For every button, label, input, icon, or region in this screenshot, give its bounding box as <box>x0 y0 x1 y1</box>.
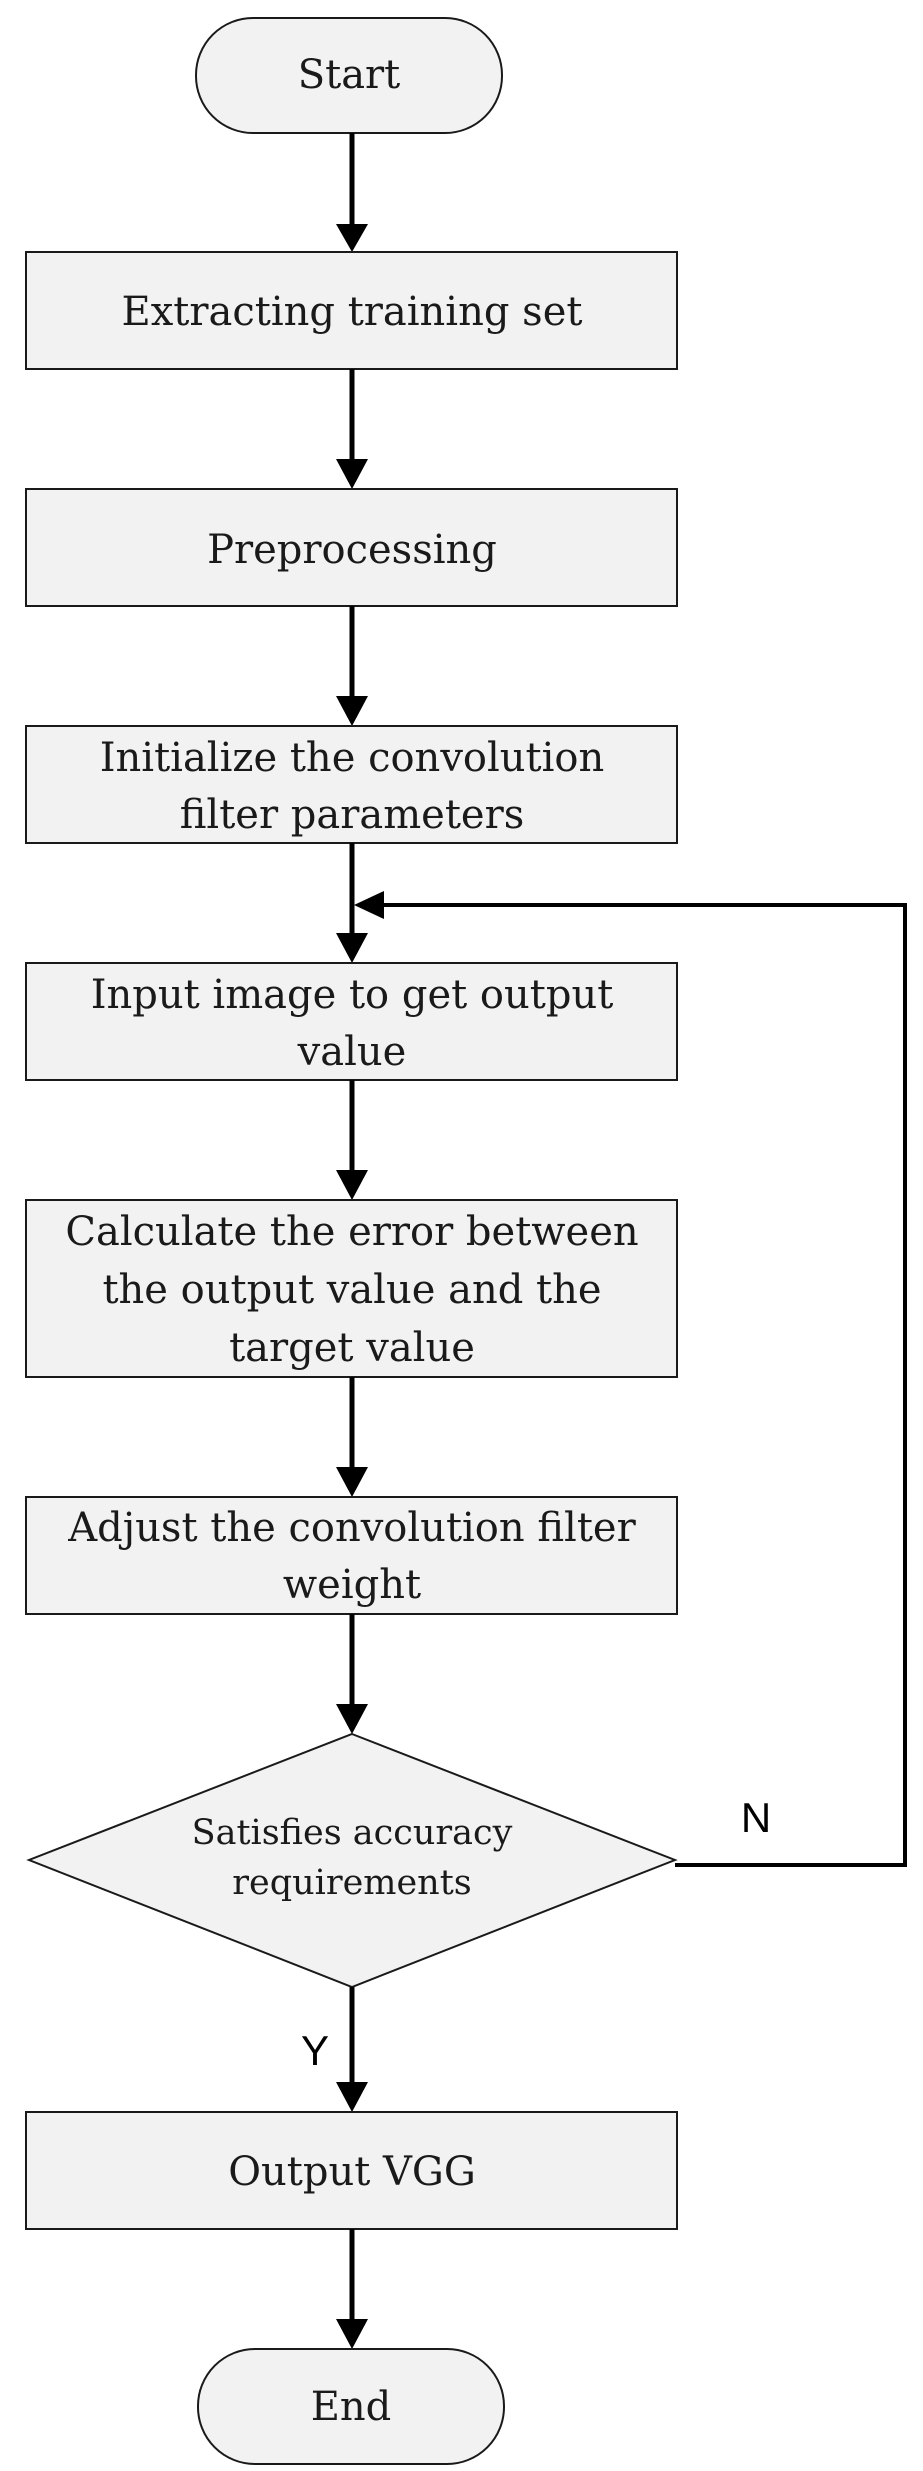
step-input-image <box>25 962 678 1081</box>
step-adjust-label-line1: Adjust the convolution filter <box>67 1505 636 1551</box>
step-output-vgg <box>25 2111 678 2230</box>
step-adjust-label-line2: weight <box>283 1562 421 1608</box>
step-initialize-label-line2: filter parameters <box>180 792 524 838</box>
loop-back-path <box>380 903 907 1867</box>
start-label: Start <box>298 52 401 98</box>
arrowhead-input-to-calc <box>336 1170 368 1200</box>
arrowhead-adjust-to-decision <box>336 1704 368 1734</box>
arrowhead-decision-to-output <box>336 2082 368 2112</box>
loop-back-arrowhead <box>354 891 384 919</box>
step-calc-label-line1: Calculate the error between <box>65 1209 638 1255</box>
step-input-label-line2: value <box>297 1029 407 1075</box>
step-preprocessing-label: Preprocessing <box>207 527 497 573</box>
step-calc-label-line2: the output value and the <box>102 1267 601 1313</box>
step-calc-label-line3: target value <box>229 1325 475 1371</box>
arrowhead-calc-to-adjust <box>336 1467 368 1497</box>
arrowhead-extract-to-preprocess <box>336 459 368 489</box>
step-input-label-line1: Input image to get output <box>91 972 614 1018</box>
start-terminal <box>195 17 503 134</box>
step-extract-training-set <box>25 251 678 370</box>
decision-diamond <box>26 1732 678 1989</box>
arrowhead-output-to-end <box>336 2319 368 2349</box>
step-initialize-filter <box>25 725 678 844</box>
arrowhead-start-to-extract <box>336 224 368 252</box>
end-label: End <box>311 2384 392 2430</box>
step-adjust-weight <box>25 1496 678 1615</box>
step-calculate-error <box>25 1199 678 1378</box>
decision-label-line1: Satisfies accuracy <box>192 1813 513 1853</box>
no-label: N <box>741 1794 771 1841</box>
end-terminal <box>197 2348 505 2465</box>
arrowhead-init-to-input <box>336 933 368 963</box>
step-extract-label: Extracting training set <box>122 289 583 335</box>
decision-label-line2: requirements <box>232 1863 472 1903</box>
arrowhead-preprocess-to-init <box>336 696 368 726</box>
step-initialize-label-line1: Initialize the convolution <box>100 735 605 781</box>
step-output-label: Output VGG <box>228 2149 476 2195</box>
yes-label: Y <box>301 2027 329 2074</box>
